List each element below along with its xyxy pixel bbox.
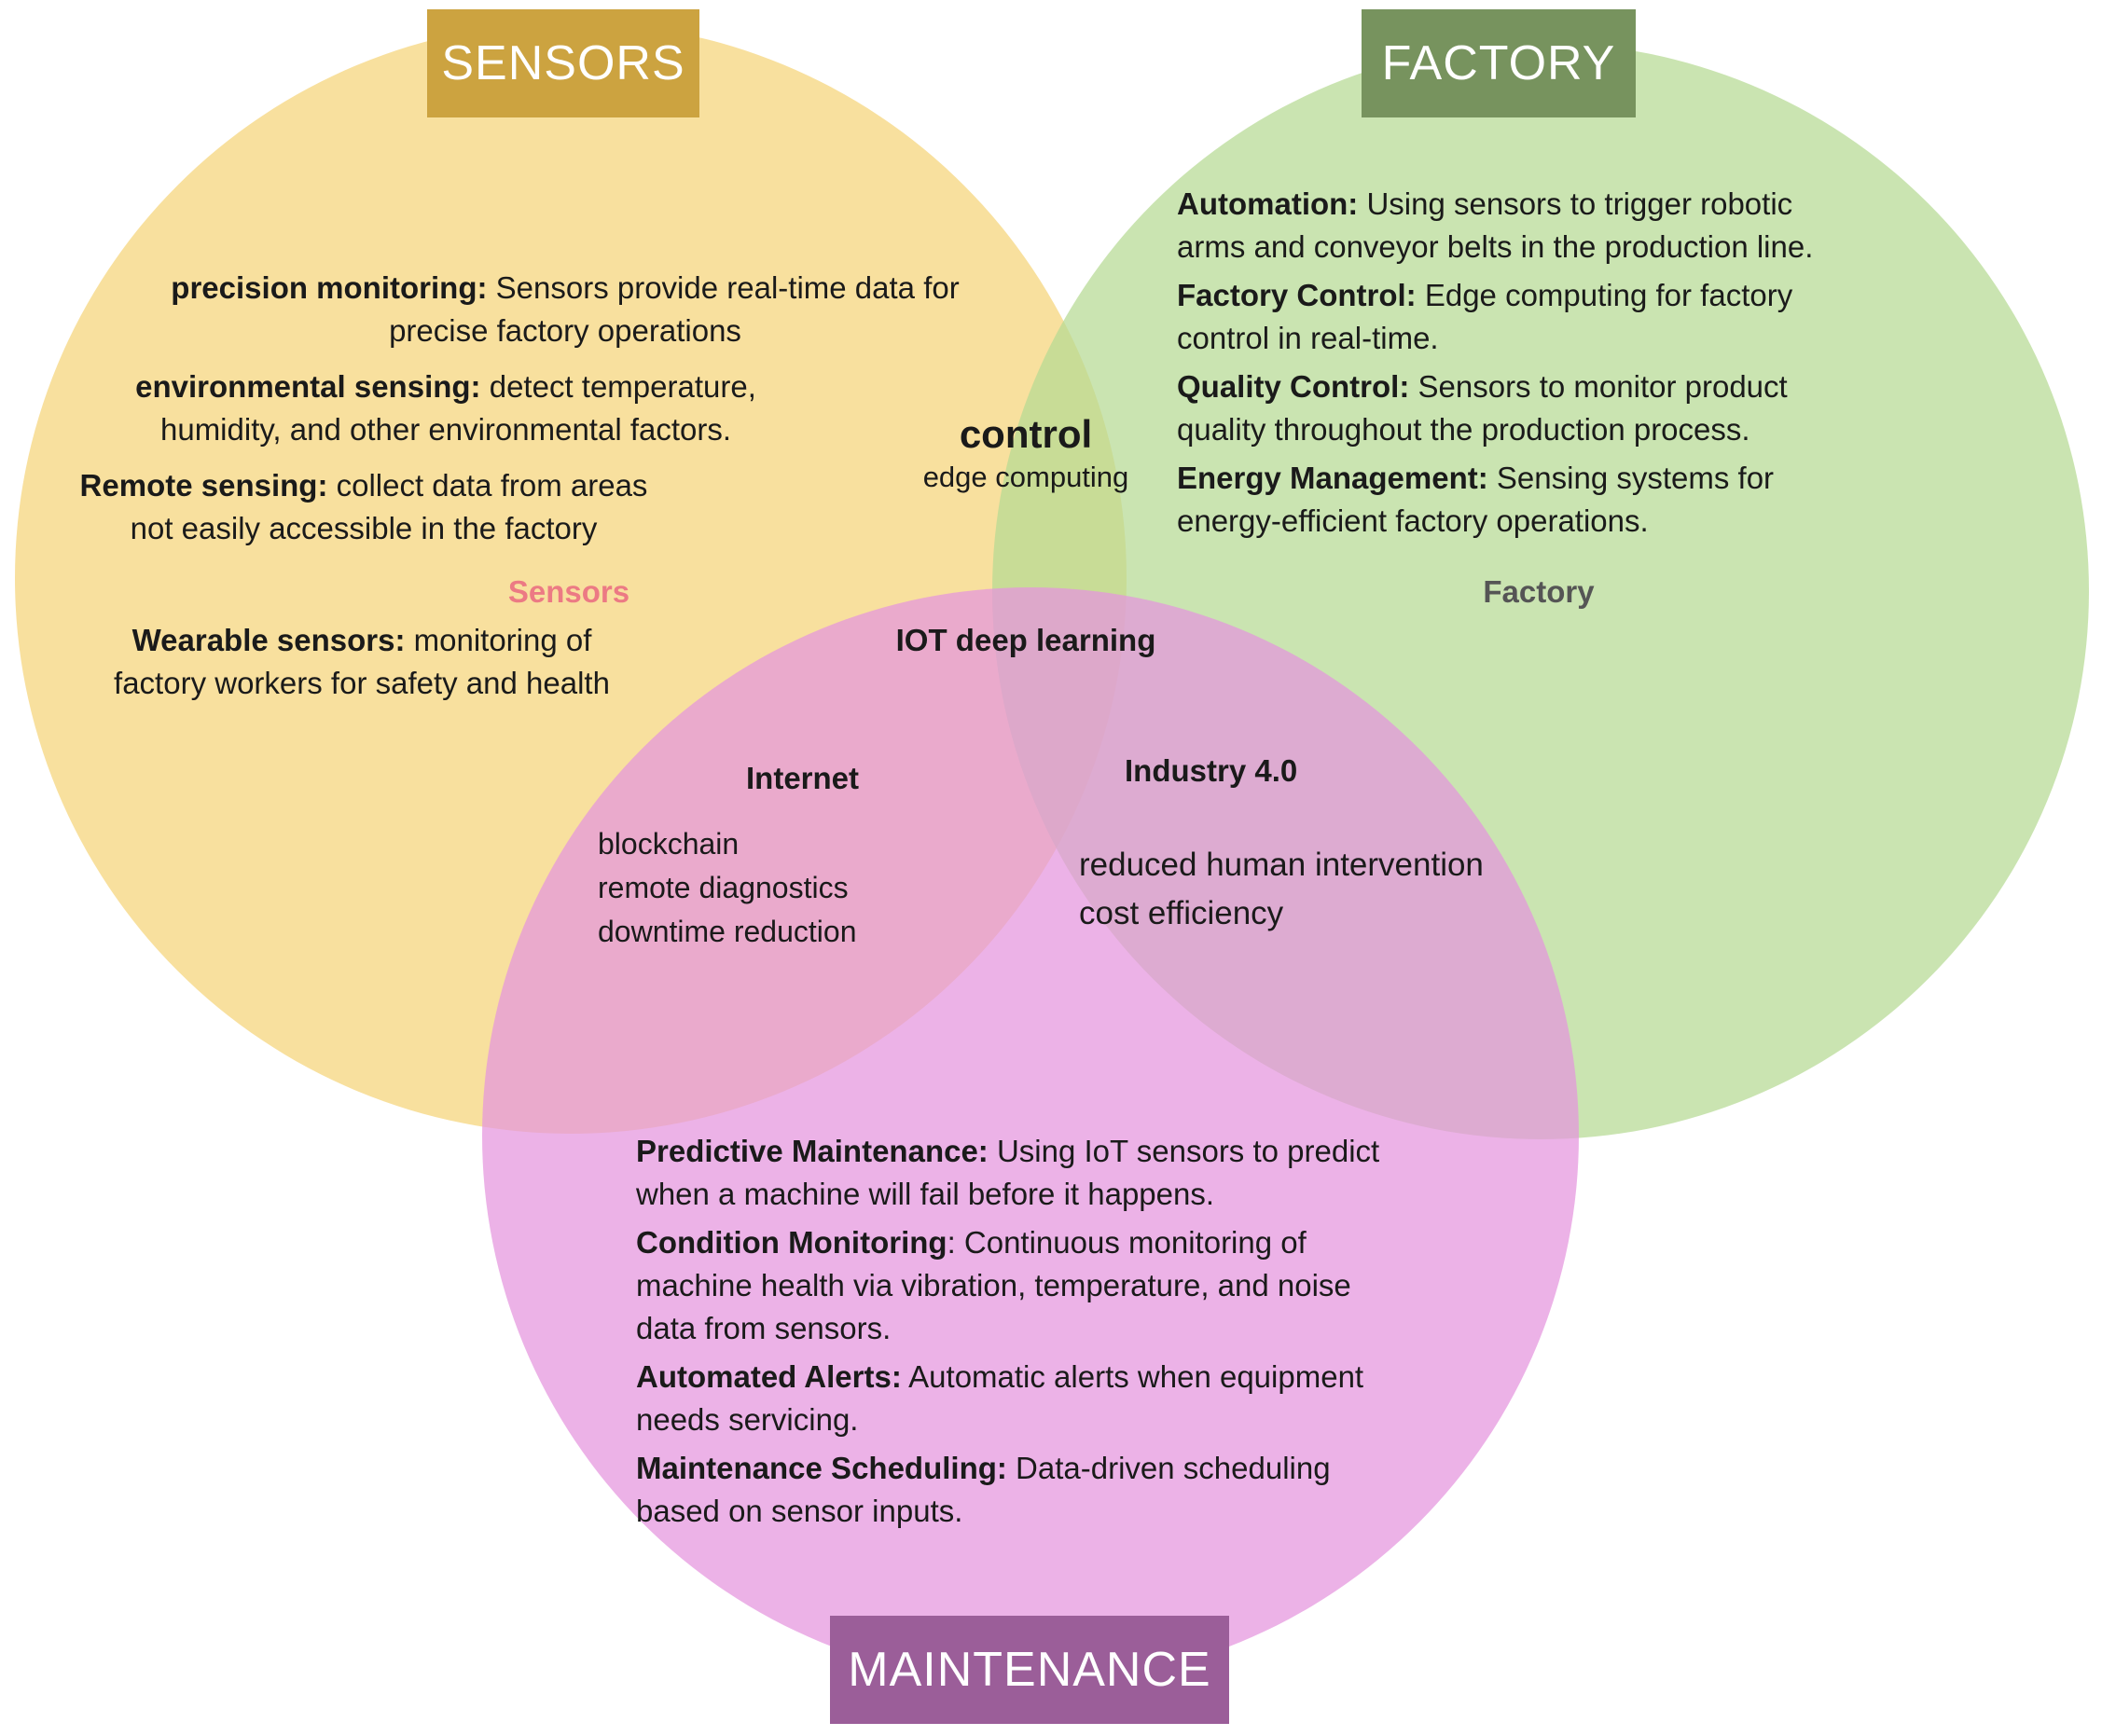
maintenance-banner: MAINTENANCE — [830, 1616, 1229, 1724]
industry-item: cost efficiency — [1079, 895, 1284, 931]
sensors-item-wearable: Wearable sensors: monitoring of factory … — [114, 623, 610, 700]
center-overlap: IOT deep learning — [895, 623, 1156, 657]
sensors-item-remote: Remote sensing: collect data from areas … — [79, 468, 648, 545]
control-subtitle: edge computing — [922, 461, 1129, 493]
factory-item-quality: Quality Control: Sensors to monitor prod… — [1177, 369, 1788, 447]
sensors-banner-text: SENSORS — [441, 36, 685, 90]
internet-list: blockchain remote diagnostics downtime r… — [598, 822, 856, 954]
factory-item-energy: Energy Management: Sensing systems for e… — [1177, 461, 1775, 538]
maintenance-circle — [482, 587, 1579, 1684]
internet-item: remote diagnostics — [598, 871, 849, 904]
industry-title: Industry 4.0 — [1125, 753, 1298, 788]
sensors-item-environmental: environmental sensing: detect temperatur… — [135, 369, 756, 447]
factory-item-control: Factory Control: Edge computing for fact… — [1177, 278, 1793, 355]
internet-item: downtime reduction — [598, 915, 857, 948]
industry-item: reduced human intervention — [1079, 847, 1484, 883]
factory-banner: FACTORY — [1362, 9, 1636, 117]
factory-banner-text: FACTORY — [1381, 36, 1616, 90]
sensors-factory-overlap: control edge computing — [895, 410, 1156, 496]
factory-item-automation: Automation: Using sensors to trigger rob… — [1177, 186, 1814, 264]
industry-list: reduced human intervention cost efficien… — [1079, 841, 1484, 938]
internet-item: blockchain — [598, 827, 740, 861]
factory-label: Factory — [1483, 574, 1595, 609]
maintenance-item-condition: Condition Monitoring: Continuous monitor… — [636, 1225, 1351, 1345]
factory-list: Automation: Using sensors to trigger rob… — [1177, 183, 1830, 548]
maintenance-item-scheduling: Maintenance Scheduling: Data-driven sche… — [636, 1451, 1331, 1528]
control-title: control — [959, 412, 1093, 456]
internet-title: Internet — [746, 761, 860, 795]
maintenance-banner-text: MAINTENANCE — [848, 1643, 1211, 1697]
maintenance-item-predictive: Predictive Maintenance: Using IoT sensor… — [636, 1134, 1380, 1211]
sensors-label: Sensors — [507, 574, 630, 609]
sensors-banner: SENSORS — [427, 9, 699, 117]
maintenance-list: Predictive Maintenance: Using IoT sensor… — [636, 1130, 1419, 1538]
sensors-item-precision: precision monitoring: Sensors provide re… — [171, 270, 960, 348]
maintenance-item-alerts: Automated Alerts: Automatic alerts when … — [636, 1359, 1364, 1437]
